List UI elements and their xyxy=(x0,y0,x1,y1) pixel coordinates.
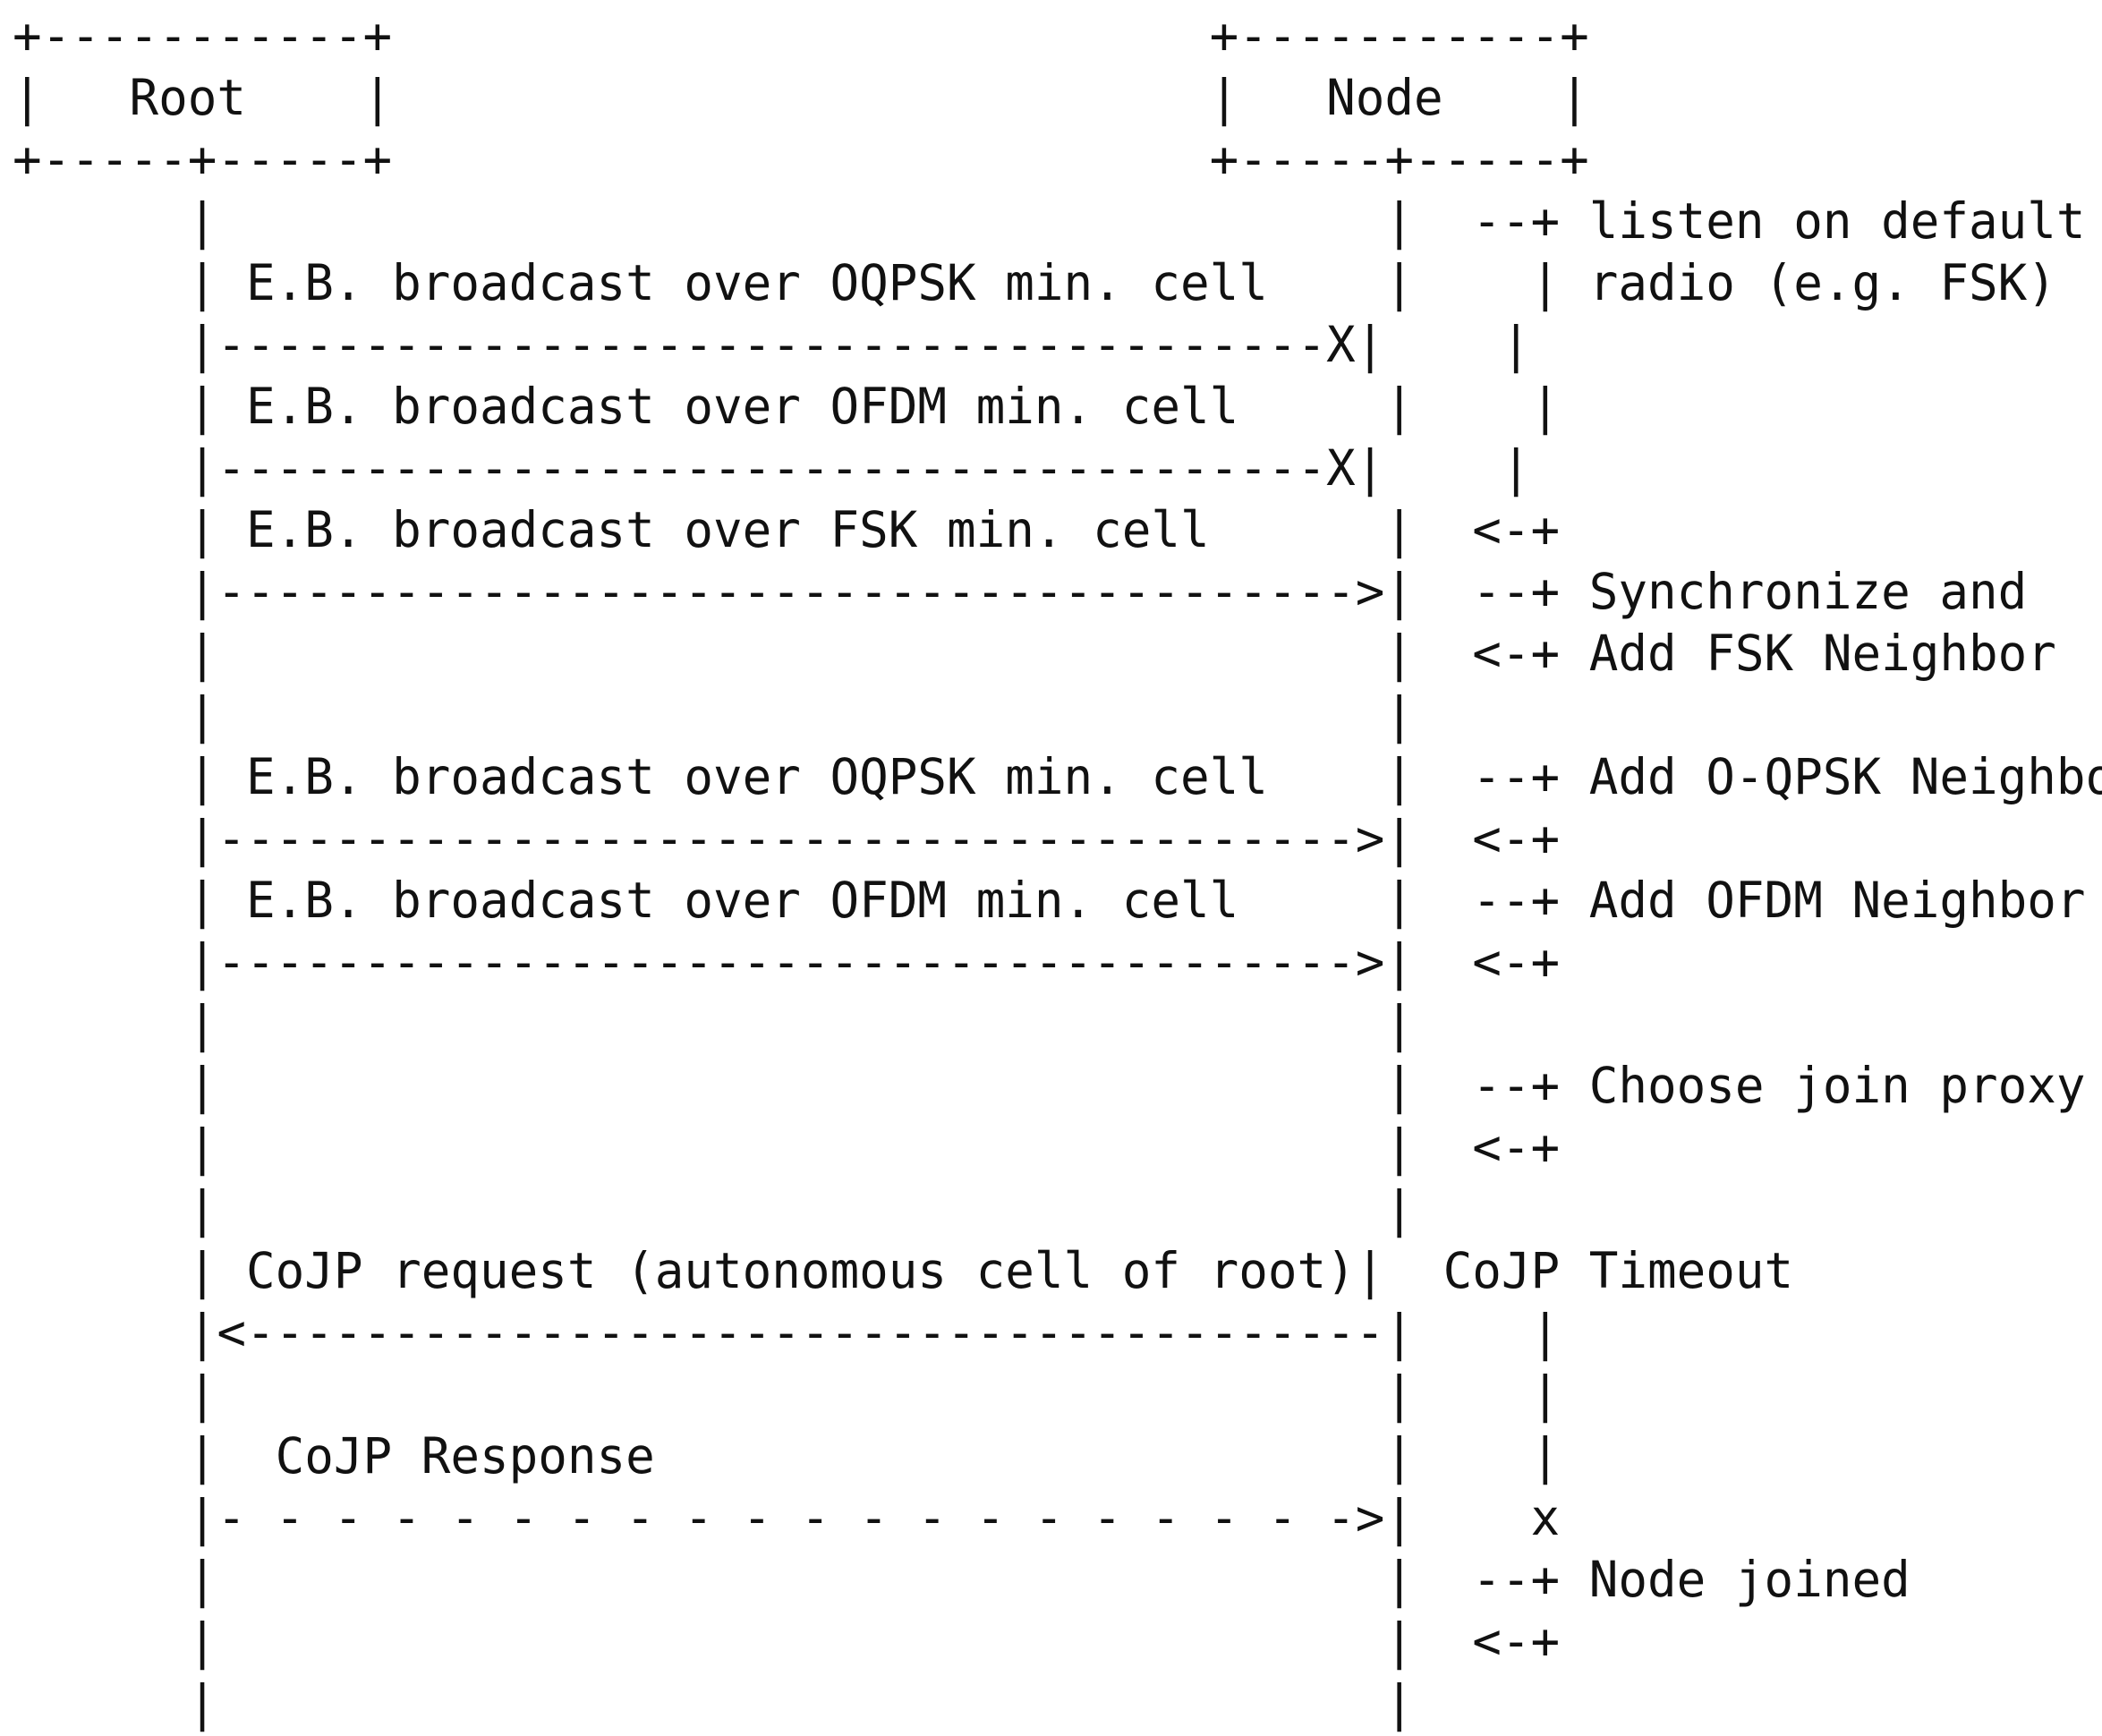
diagram-line: | | <-+ xyxy=(13,1119,1561,1176)
diagram-line: |---------------------------------------… xyxy=(13,933,1561,991)
diagram-line: | | --+ listen on default xyxy=(13,192,2086,250)
diagram-line: | E.B. broadcast over FSK min. cell | <-… xyxy=(13,501,1561,558)
diagram-line: |<--------------------------------------… xyxy=(13,1304,1561,1361)
diagram-line: +-----+-----+ +-----+-----+ xyxy=(13,131,1589,188)
diagram-line: |--------------------------------------X… xyxy=(13,439,1531,497)
diagram-line: | Root | | Node | xyxy=(13,69,1589,126)
diagram-line: | | --+ Choose join proxy xyxy=(13,1057,2086,1114)
diagram-line: | CoJP request (autonomous cell of root)… xyxy=(13,1242,1794,1299)
diagram-line: | | | xyxy=(13,1366,1561,1423)
diagram-line: | | xyxy=(13,1180,1415,1238)
diagram-line: |---------------------------------------… xyxy=(13,810,1561,867)
diagram-line: | CoJP Response | | xyxy=(13,1427,1561,1485)
diagram-line: +-----------+ +-----------+ xyxy=(13,7,1589,64)
diagram-line: |--------------------------------------X… xyxy=(13,316,1531,373)
diagram-line: |---------------------------------------… xyxy=(13,563,2028,620)
diagram-line: | E.B. broadcast over OFDM min. cell | -… xyxy=(13,872,2086,929)
diagram-line: | | xyxy=(13,1674,1415,1732)
diagram-line: | | xyxy=(13,686,1415,744)
diagram-line: | | --+ Node joined xyxy=(13,1551,1911,1608)
diagram-line: | | xyxy=(13,995,1415,1052)
join-sequence-diagram: +-----------+ +-----------+| Root | | No… xyxy=(13,5,2102,1734)
diagram-line: | | <-+ xyxy=(13,1613,1561,1670)
diagram-line: | E.B. broadcast over OQPSK min. cell | … xyxy=(13,254,2056,311)
diagram-line: | | <-+ Add FSK Neighbor xyxy=(13,625,2056,682)
diagram-line: | E.B. broadcast over OQPSK min. cell | … xyxy=(13,748,2102,805)
diagram-line: | E.B. broadcast over OFDM min. cell | | xyxy=(13,378,1561,435)
diagram-line: |- - - - - - - - - - - - - - - - - - - -… xyxy=(13,1489,1561,1546)
